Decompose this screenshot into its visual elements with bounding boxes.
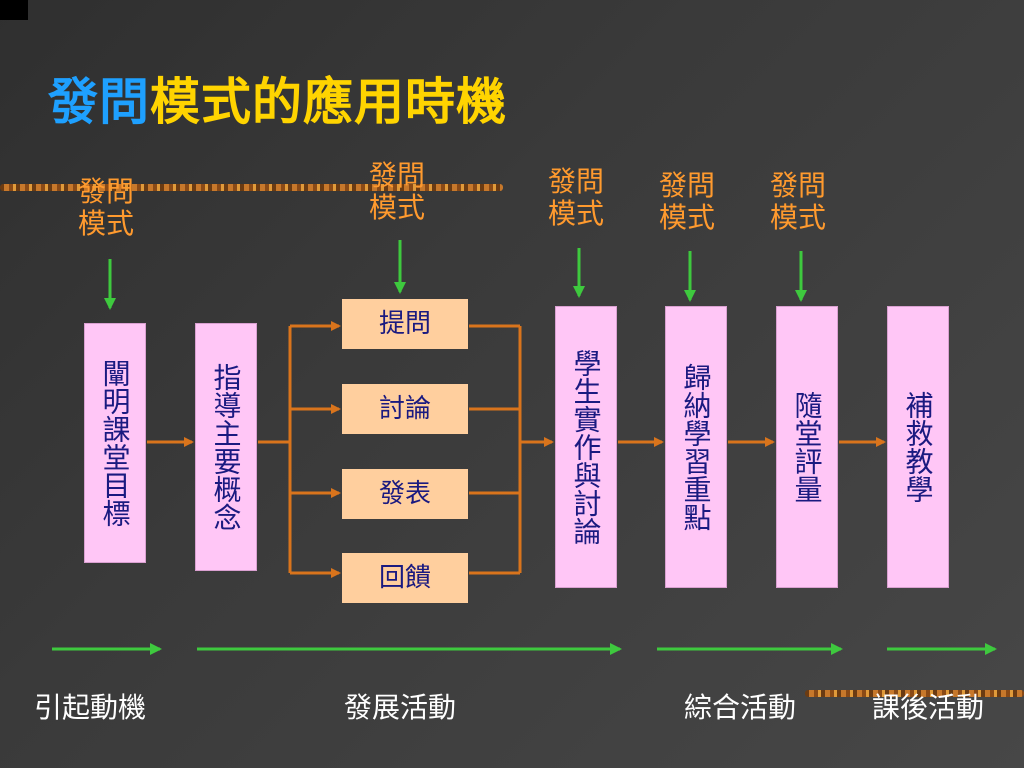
step-label-6: 補救教學 (901, 391, 935, 503)
step-box-3: 學生實作與討論 (555, 306, 617, 588)
stage-label-4: 課後活動 (872, 691, 985, 724)
step-box-1: 闡明課堂目標 (84, 323, 146, 563)
question-label-2: 發問模式 (368, 159, 425, 224)
step-box-5: 隨堂評量 (776, 306, 838, 588)
page-title: 發問模式的應用時機 (48, 62, 507, 134)
step-label-1: 闡明課堂目標 (98, 359, 132, 527)
step-box-6: 補救教學 (887, 306, 949, 588)
title-part1: 發問 (48, 72, 150, 131)
stage-label-2: 發展活動 (344, 691, 457, 724)
question-label-1: 發問模式 (77, 175, 134, 240)
question-label-4: 發問模式 (658, 169, 715, 234)
question-label-3: 發問模式 (547, 165, 604, 230)
corner-mark (0, 0, 28, 20)
question-label-5: 發問模式 (769, 169, 826, 234)
decorative-band-right (805, 690, 1024, 697)
step-label-4: 歸納學習重點 (679, 363, 713, 531)
step-box-2: 指導主要概念 (195, 323, 257, 571)
sub-step-box-3: 發表 (342, 469, 468, 519)
step-box-4: 歸納學習重點 (665, 306, 727, 588)
step-label-5: 隨堂評量 (790, 391, 824, 503)
title-part2: 模式的應用時機 (150, 72, 507, 131)
step-label-3: 學生實作與討論 (569, 349, 603, 545)
stage-label-1: 引起動機 (34, 691, 147, 724)
sub-step-box-2: 討論 (342, 384, 468, 434)
sub-step-box-1: 提問 (342, 299, 468, 349)
sub-step-box-4: 回饋 (342, 553, 468, 603)
step-label-2: 指導主要概念 (209, 363, 243, 531)
decorative-band-left (0, 184, 503, 191)
stage-label-3: 綜合活動 (684, 691, 797, 724)
